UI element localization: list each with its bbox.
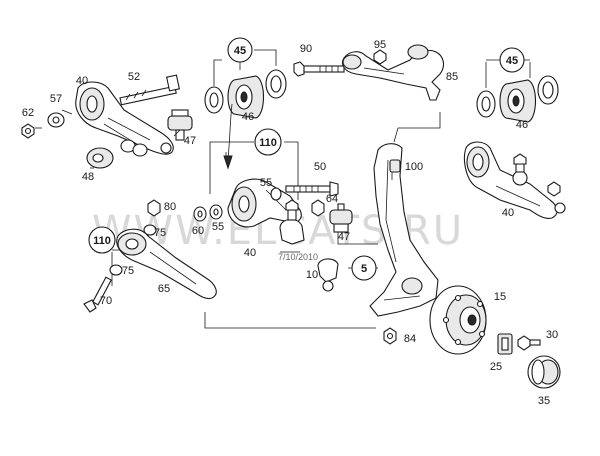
mount-47-center[interactable]: [329, 203, 353, 233]
small-bushing-left[interactable]: [120, 139, 148, 157]
nut-64[interactable]: [311, 199, 325, 217]
bushing-48[interactable]: [86, 147, 114, 169]
label-15: 15: [494, 291, 506, 303]
bolt-70[interactable]: [83, 276, 112, 313]
label-84: 84: [404, 333, 416, 345]
label-25: 25: [490, 361, 502, 373]
upper-left-control-arm[interactable]: [75, 81, 174, 155]
ball-joint-right[interactable]: [512, 153, 528, 186]
cap-35[interactable]: [527, 355, 561, 389]
bushing-46-left[interactable]: [227, 75, 265, 119]
label-47-left: 47: [184, 135, 196, 147]
label-64: 64: [326, 193, 338, 205]
nut-95[interactable]: [373, 49, 387, 65]
direction-arrow: [223, 103, 233, 170]
label-62: 62: [22, 107, 34, 119]
label-80: 80: [164, 201, 176, 213]
label-85: 85: [446, 71, 458, 83]
label-70: 70: [100, 295, 112, 307]
label-57: 57: [50, 93, 62, 105]
bolt-90[interactable]: [293, 61, 345, 77]
washer-60[interactable]: [193, 206, 207, 222]
clamp-25[interactable]: [497, 333, 513, 355]
callout-110-center: 110: [254, 128, 282, 156]
ring-46-right-a[interactable]: [476, 90, 496, 118]
nut-62[interactable]: [21, 123, 35, 139]
label-30: 30: [546, 329, 558, 341]
label-75-upper: 75: [154, 227, 166, 239]
nut-84[interactable]: [383, 327, 397, 345]
label-48: 48: [82, 171, 94, 183]
label-35: 35: [538, 395, 550, 407]
bolt-50[interactable]: [285, 181, 339, 197]
wheel-hub-15[interactable]: [429, 285, 487, 355]
washer-75-lower[interactable]: [109, 264, 123, 276]
label-52: 52: [128, 71, 140, 83]
label-40-right: 40: [502, 207, 514, 219]
ring-46-right-b[interactable]: [537, 75, 559, 105]
label-75-lower: 75: [122, 265, 134, 277]
label-50: 50: [314, 161, 326, 173]
label-55-lower: 55: [212, 221, 224, 233]
washer-57[interactable]: [47, 112, 65, 128]
label-40-topleft: 40: [76, 75, 88, 87]
label-40-center: 40: [244, 247, 256, 259]
callout-5: 5: [351, 255, 377, 281]
label-46-right: 46: [516, 119, 528, 131]
callout-5-text: 5: [361, 263, 367, 275]
label-95: 95: [374, 39, 386, 51]
washer-75-upper[interactable]: [143, 224, 157, 236]
lower-control-arm-65[interactable]: [116, 228, 217, 300]
center-control-arm-40[interactable]: [227, 178, 302, 228]
label-47-center: 47: [338, 231, 350, 243]
washer-55-center[interactable]: [209, 204, 223, 220]
callout-110-left-text: 110: [93, 235, 111, 247]
leader-lines: [35, 109, 441, 329]
callout-110-left: 110: [88, 226, 116, 254]
label-60: 60: [192, 225, 204, 237]
callout-45-right-tree: [485, 59, 531, 88]
right-control-arm-40[interactable]: [463, 141, 566, 219]
callout-45-left-text: 45: [234, 45, 246, 57]
callout-45-right-text: 45: [506, 55, 518, 67]
callout-45-left: 45: [227, 37, 253, 63]
date-stamp: 7/10/2010: [278, 252, 318, 262]
steering-knuckle[interactable]: [369, 143, 439, 317]
label-65: 65: [158, 283, 170, 295]
bushing-46-right[interactable]: [499, 79, 537, 123]
ball-joint-10[interactable]: [317, 258, 339, 292]
bolt-80[interactable]: [147, 199, 161, 217]
label-10: 10: [306, 269, 318, 281]
sensor-100[interactable]: [389, 159, 401, 173]
label-100: 100: [405, 161, 423, 173]
ball-joint-center[interactable]: [279, 199, 305, 245]
bolt-30[interactable]: [517, 335, 541, 351]
label-46-left: 46: [242, 111, 254, 123]
washer-55-right[interactable]: [270, 187, 282, 201]
ring-46-left-b[interactable]: [265, 69, 287, 99]
callout-45-right: 45: [499, 47, 525, 73]
ring-46-left-a[interactable]: [204, 86, 224, 114]
bolt-52[interactable]: [119, 74, 180, 106]
small-nut-right[interactable]: [547, 181, 561, 197]
label-55-upper: 55: [260, 177, 272, 189]
upper-control-arm-85[interactable]: [341, 44, 445, 101]
label-90: 90: [300, 43, 312, 55]
callout-110-center-text: 110: [259, 137, 277, 149]
